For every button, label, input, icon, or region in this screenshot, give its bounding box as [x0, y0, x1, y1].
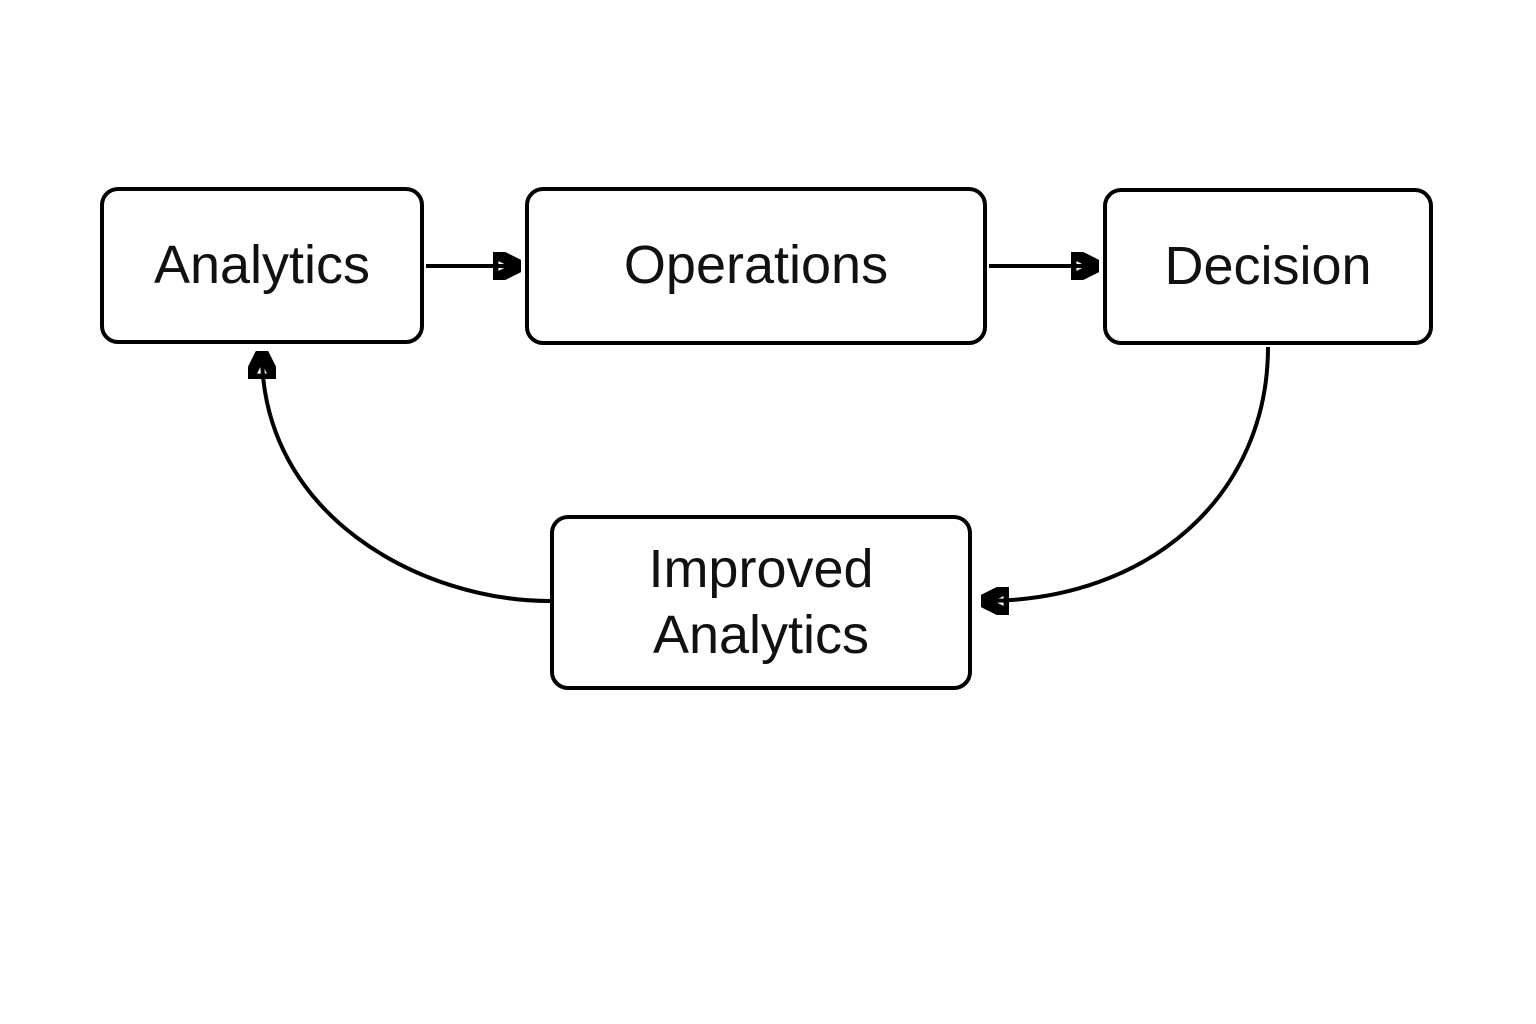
node-improved-analytics: Improved Analytics [550, 515, 972, 690]
node-decision: Decision [1103, 188, 1433, 345]
node-analytics: Analytics [100, 187, 424, 344]
edge-decision-to-improved-analytics [984, 346, 1270, 601]
node-analytics-label: Analytics [153, 234, 371, 295]
node-operations-label: Operations [623, 235, 889, 296]
node-improved-analytics-label: Improved Analytics [648, 538, 874, 665]
node-decision-label: Decision [1164, 235, 1372, 296]
node-operations: Operations [525, 187, 987, 345]
edge-improved-analytics-to-analytics [262, 354, 551, 603]
